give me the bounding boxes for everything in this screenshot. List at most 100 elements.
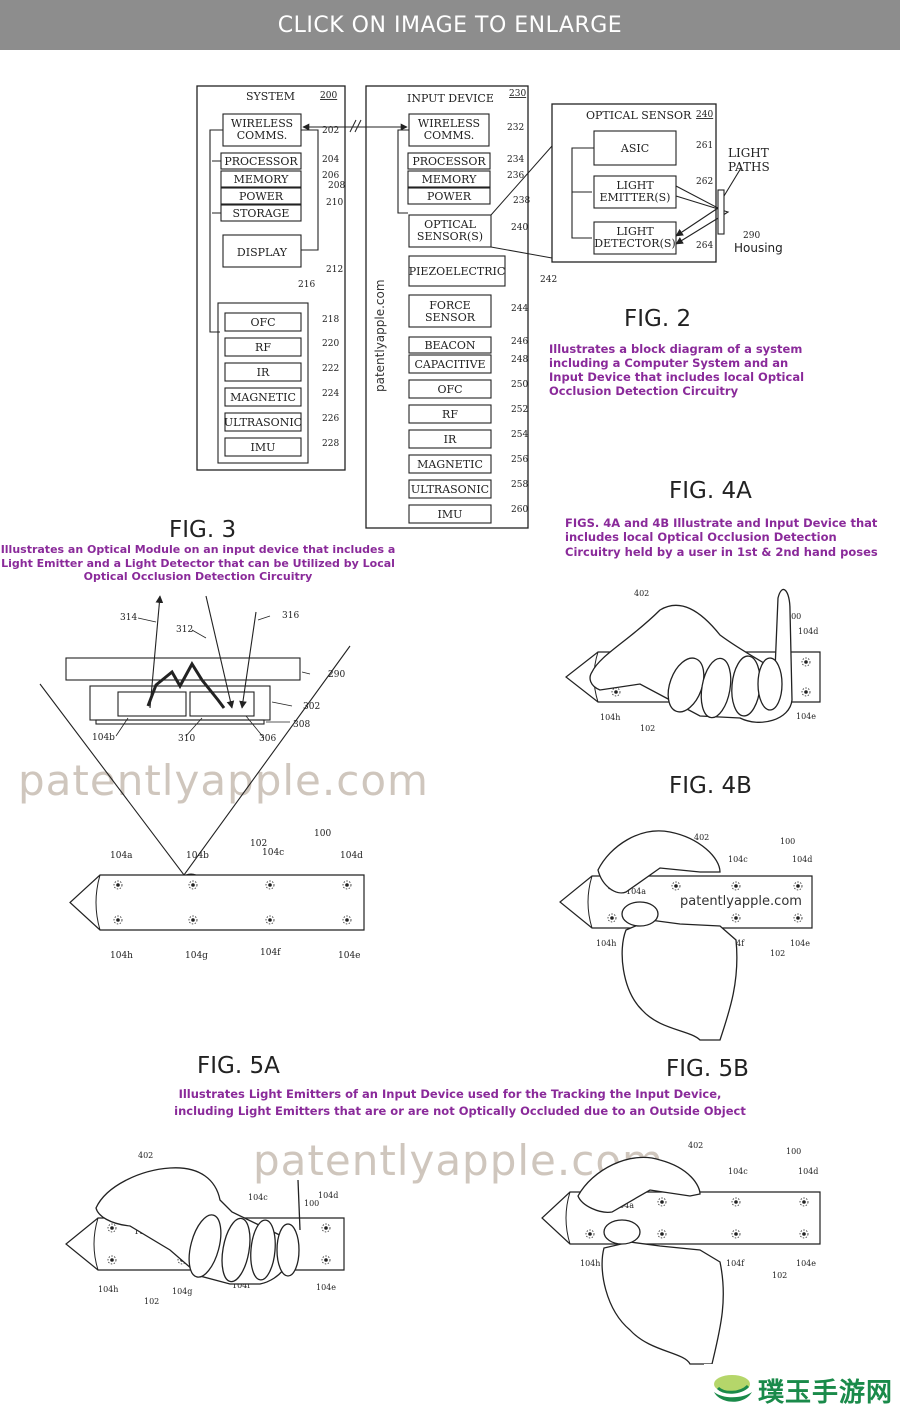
caption-line: Input Device that includes local Optical bbox=[549, 370, 804, 384]
system-bus-line bbox=[212, 160, 221, 214]
stylus-tip-cone bbox=[587, 875, 593, 929]
emitter-ring bbox=[107, 1255, 117, 1265]
ref-label: 104d bbox=[798, 1167, 818, 1176]
system-memory-block bbox=[220, 170, 302, 188]
patent-figure-sheet[interactable]: patentlyapple.com patentlyapple.com SYST… bbox=[0, 50, 900, 1416]
light-emitter-dot bbox=[802, 1200, 806, 1204]
input-device-ref: 230 bbox=[509, 89, 526, 99]
ref-label: 100 bbox=[786, 1147, 801, 1156]
ref-label: 102 bbox=[770, 949, 785, 958]
ref-label: 208 bbox=[328, 181, 345, 191]
ref-label: 102 bbox=[772, 1271, 787, 1280]
ref-label: 104b bbox=[92, 733, 115, 743]
ref-label: 104a bbox=[626, 887, 646, 896]
ref-label: 236 bbox=[507, 171, 524, 181]
ref-label: 248 bbox=[511, 355, 528, 365]
block-label: COMMS. bbox=[424, 129, 475, 142]
caption-line: including a Computer System and an bbox=[549, 356, 788, 370]
hand-4b bbox=[621, 919, 738, 1041]
system-sensor-blocks: OFC RF IR MAGNETIC ULTRASONIC IMU bbox=[224, 312, 302, 457]
ref-label: 210 bbox=[326, 198, 343, 208]
ref-label: 264 bbox=[696, 241, 713, 251]
block-label: EMITTER(S) bbox=[600, 191, 671, 204]
ref-label: 232 bbox=[507, 123, 524, 133]
housing-cover bbox=[65, 657, 301, 681]
emitter-ring bbox=[731, 1229, 741, 1239]
system-label: SYSTEM bbox=[246, 90, 295, 103]
light-emitter-dot bbox=[588, 1232, 592, 1236]
light-emitter-dot bbox=[796, 884, 800, 888]
ref-label: 238 bbox=[513, 196, 530, 206]
emitter-ring bbox=[657, 1229, 667, 1239]
device-refs: 232 234 236 238 240 242 244 246 248 250 … bbox=[507, 123, 557, 515]
site-brand-logo[interactable]: 璞玉手游网 bbox=[704, 1364, 900, 1416]
thumb-4b bbox=[621, 901, 659, 927]
ref-label: 216 bbox=[298, 280, 315, 290]
device-blocks: WIRELESS COMMS. PROCESSOR MEMORY POWER O… bbox=[397, 113, 506, 524]
optical-blocks: ASIC LIGHT EMITTER(S) LIGHT DETECTOR(S) bbox=[571, 130, 742, 255]
emitter-ring bbox=[731, 881, 741, 891]
hand-5b bbox=[577, 1156, 701, 1213]
system-sensor-group bbox=[217, 302, 309, 464]
emitter-ring bbox=[671, 881, 681, 891]
light-emitter-dot bbox=[660, 1232, 664, 1236]
system-display-block bbox=[222, 234, 302, 268]
ref-label: 104h bbox=[110, 951, 133, 961]
hand-drawings bbox=[95, 588, 793, 1365]
block-label: OPTICAL bbox=[424, 218, 476, 231]
optical-sensor-box bbox=[551, 103, 717, 263]
caption-line: Illustrates a block diagram of a system bbox=[549, 342, 802, 356]
emitter-ring bbox=[657, 1197, 667, 1207]
emitter-ring bbox=[799, 1197, 809, 1207]
ref-label: 104h bbox=[600, 713, 620, 722]
optical-sensor-ref: 240 bbox=[696, 110, 713, 120]
ref-label: 104c bbox=[728, 855, 748, 864]
light-emitter-dot bbox=[324, 1258, 328, 1262]
block-label: LIGHT bbox=[616, 179, 654, 192]
finger-5a bbox=[250, 1219, 276, 1281]
system-power-block bbox=[220, 187, 302, 205]
light-emitter-dot bbox=[734, 916, 738, 920]
light-emitter-dot bbox=[191, 918, 195, 922]
ref-label: 308 bbox=[293, 720, 310, 730]
ref-label: 402 bbox=[138, 1151, 153, 1160]
fig2-title: FIG. 2 bbox=[624, 306, 691, 332]
ref-label: 290 bbox=[743, 231, 760, 241]
hand-4b bbox=[597, 830, 721, 894]
vertical-watermark: patentlyapple.com bbox=[373, 279, 387, 392]
input-device-box bbox=[365, 85, 529, 529]
system-ref: 200 bbox=[320, 91, 337, 101]
ref-label: 204 bbox=[322, 155, 339, 165]
ref-label: 302 bbox=[303, 702, 320, 712]
ref-label: 218 bbox=[322, 315, 339, 325]
block-label: IR bbox=[257, 366, 270, 379]
fig2-block-diagram: SYSTEM 200 WIRELESS COMMS. PROCESSOR MEM… bbox=[196, 85, 783, 529]
light-emitter-dot bbox=[110, 1258, 114, 1262]
ref-label: 100 bbox=[304, 1199, 319, 1208]
ref-label: 256 bbox=[511, 455, 528, 465]
scattered-light bbox=[146, 661, 226, 709]
ref-label: 104f bbox=[232, 1281, 251, 1290]
optical-sensor-label: OPTICAL SENSOR bbox=[586, 109, 692, 122]
caption-line: includes local Optical Occlusion Detecti… bbox=[565, 530, 837, 544]
block-label: DETECTOR(S) bbox=[594, 237, 675, 250]
caption-line: Occlusion Detection Circuitry bbox=[549, 384, 739, 398]
leaf-logo-icon bbox=[710, 1370, 754, 1410]
ref-label: 104f bbox=[260, 948, 281, 958]
ref-label: 228 bbox=[322, 439, 339, 449]
ref-label: 104b bbox=[186, 851, 209, 861]
emitter-ring bbox=[342, 880, 352, 890]
click-to-enlarge-banner[interactable]: CLICK ON IMAGE TO ENLARGE bbox=[0, 0, 900, 50]
device-bus-line bbox=[397, 129, 409, 214]
emitter-ring bbox=[799, 1229, 809, 1239]
ref-label: 252 bbox=[511, 405, 528, 415]
block-label: PROCESSOR bbox=[412, 155, 486, 168]
fig5a-title: FIG. 5A bbox=[197, 1053, 280, 1079]
ref-label: 222 bbox=[322, 364, 339, 374]
block-label: ULTRASONIC bbox=[224, 416, 302, 429]
block-label: POWER bbox=[239, 190, 284, 203]
fig3-optical-module: 314 312 316 290 302 308 104b 310 306 bbox=[39, 595, 351, 899]
stylus-tip-cone bbox=[93, 1217, 99, 1271]
finger-5a bbox=[188, 1214, 222, 1278]
ref-label: 261 bbox=[696, 141, 713, 151]
